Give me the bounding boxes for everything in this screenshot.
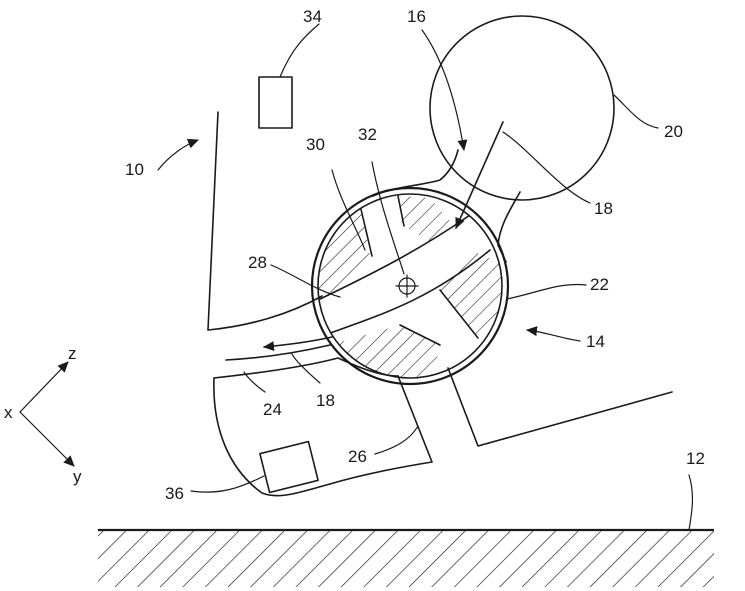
- axis-y-label: y: [73, 467, 82, 486]
- label-36: 36: [165, 484, 184, 503]
- label-24: 24: [263, 400, 282, 419]
- label-12: 12: [686, 449, 705, 468]
- label-20: 20: [664, 122, 683, 141]
- label-14: 14: [586, 332, 605, 351]
- coordinate-axes: z x y: [4, 344, 82, 486]
- component-34: [258, 76, 293, 129]
- axis-z-label: z: [68, 344, 77, 363]
- wheel-rotor: [318, 195, 502, 378]
- label-34: 34: [303, 7, 322, 26]
- label-18-upper: 18: [594, 199, 613, 218]
- label-16: 16: [407, 7, 426, 26]
- leader-lines: [157, 23, 694, 531]
- label-32: 32: [358, 125, 377, 144]
- label-26: 26: [348, 447, 367, 466]
- housing-body: [207, 111, 673, 497]
- label-22: 22: [590, 275, 609, 294]
- axis-x-label: x: [4, 403, 13, 422]
- component-36: [259, 440, 319, 494]
- ground-surface: [98, 528, 714, 587]
- label-30: 30: [306, 135, 325, 154]
- outbound-path-arrow: [263, 336, 333, 352]
- label-10: 10: [125, 160, 144, 179]
- label-28: 28: [248, 253, 267, 272]
- label-18-lower: 18: [316, 391, 335, 410]
- rotation-center-32: [395, 274, 419, 298]
- inbound-path-arrow: [455, 121, 504, 229]
- roller-20: [429, 15, 615, 201]
- reference-labels: 34 16 20 18 22 14 10 30 32 28 24 18 26 3…: [125, 7, 705, 503]
